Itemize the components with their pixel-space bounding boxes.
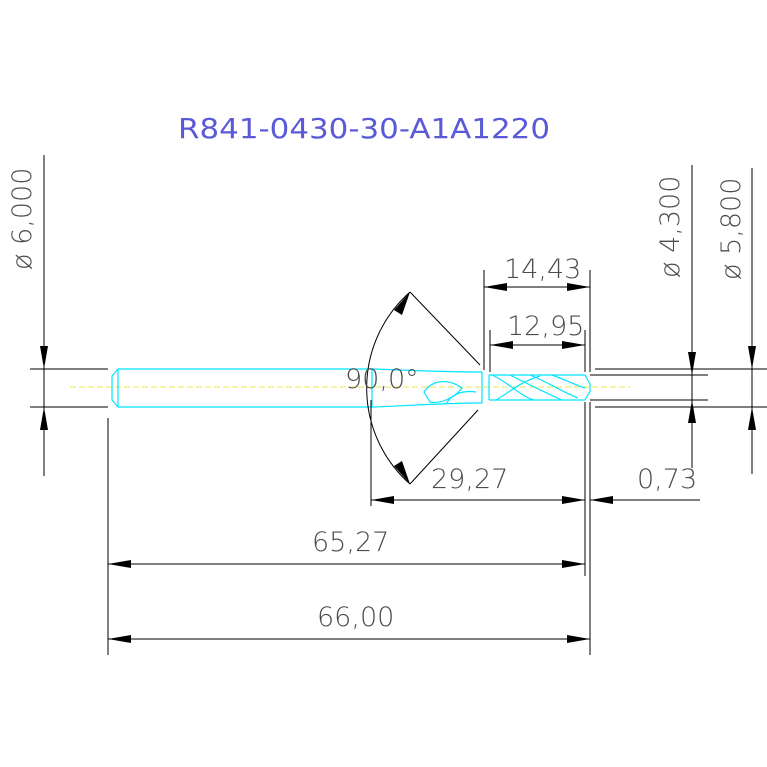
step-diameter-arrow-bottom	[748, 407, 756, 430]
length-to-tip-label: 65,27	[312, 527, 389, 558]
length-to-tip-arrow-right	[562, 560, 585, 568]
flute-helix-4	[551, 374, 586, 389]
lower-length-dimensions: 29,27 0,73 65,27 66,00	[107, 400, 700, 655]
step-length-label: 14,43	[504, 254, 581, 285]
tip-length-arrow	[590, 496, 613, 504]
flute-helix-5	[495, 375, 541, 401]
drill-diameter-arrow-top	[688, 352, 696, 375]
body-bottom-edge	[373, 402, 483, 408]
body-flute-relief	[423, 381, 463, 403]
overall-length-arrow-right	[567, 635, 590, 643]
body-length-label: 29,27	[431, 464, 508, 495]
step-diameter-arrow-top	[748, 346, 756, 369]
point-angle-dimension: 90,0°	[345, 291, 481, 485]
flute-length-arrow-right	[562, 341, 585, 349]
tip-length-label: 0,73	[637, 464, 697, 495]
angle-leg-top	[409, 291, 481, 366]
angle-arc	[366, 291, 411, 485]
point-angle-label: 90,0°	[345, 364, 419, 395]
part-number-title: R841-0430-30-A1A1220	[178, 112, 550, 145]
drill-diameter-arrow-bottom	[688, 400, 696, 423]
top-length-dimensions: 14,43 12,95	[483, 254, 591, 372]
length-to-tip-arrow-left	[108, 560, 131, 568]
flute-length-label: 12,95	[507, 311, 584, 342]
body-length-arrow-right	[562, 496, 585, 504]
overall-length-label: 66,00	[317, 602, 394, 633]
body-length-arrow-left	[371, 496, 394, 504]
overall-length-arrow-left	[108, 635, 131, 643]
step-length-arrow-right	[567, 283, 590, 291]
shank-arrow-top	[40, 346, 48, 369]
right-diameter-dimensions: ø 4,300 ø 5,800	[590, 165, 767, 474]
flute-length-arrow-left	[490, 341, 513, 349]
body-top-edge	[373, 368, 483, 373]
shank-arrow-bottom	[40, 407, 48, 430]
angle-leg-bottom	[409, 409, 479, 485]
angle-arrow-top	[394, 292, 410, 315]
angle-arrow-bottom	[394, 461, 410, 484]
shank-diameter-label: ø 6,000	[7, 168, 38, 270]
drill-outline	[111, 368, 591, 408]
shank-chamfer	[111, 368, 119, 408]
step-diameter-label: ø 5,800	[716, 178, 747, 280]
body-flute-curve	[445, 390, 477, 405]
flute-helix-2	[509, 374, 563, 401]
drill-diameter-label: ø 4,300	[655, 176, 686, 278]
shank-diameter-dimension: ø 6,000	[7, 155, 108, 476]
step-length-arrow-left	[484, 283, 507, 291]
flute-helix-3	[529, 374, 579, 399]
drill-point	[584, 374, 591, 401]
